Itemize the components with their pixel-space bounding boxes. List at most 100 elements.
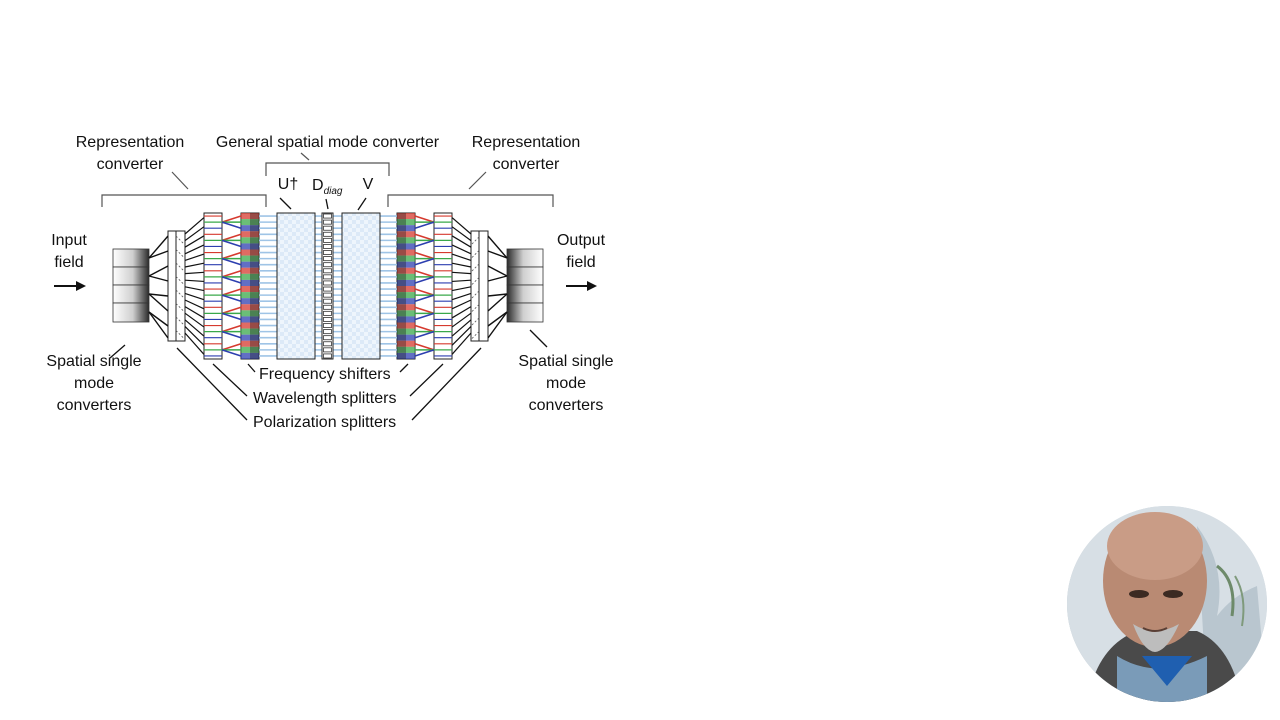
link-line bbox=[184, 312, 205, 328]
freq-shifter-cell bbox=[397, 310, 415, 317]
freq-shifter-cell bbox=[241, 267, 259, 274]
fan-line bbox=[148, 265, 169, 277]
freq-shifter-cell bbox=[397, 322, 415, 329]
link-line bbox=[451, 253, 472, 261]
freq-shifter-cell bbox=[241, 298, 259, 305]
freq-shifter-shade bbox=[250, 346, 259, 353]
link-line bbox=[451, 226, 472, 242]
d-diag-cell bbox=[323, 292, 332, 298]
freq-shifter-cell bbox=[241, 328, 259, 335]
freq-shifter-cell bbox=[397, 340, 415, 347]
color-line bbox=[221, 257, 242, 266]
link-line bbox=[184, 262, 205, 268]
link-line bbox=[451, 312, 472, 328]
freq-shifter-shade bbox=[397, 225, 406, 232]
freq-shifter-shade bbox=[397, 298, 406, 305]
link-line bbox=[184, 286, 205, 292]
freq-shifter-cell bbox=[397, 231, 415, 238]
splitter-column bbox=[433, 212, 453, 360]
freq-shifter-cell bbox=[241, 316, 259, 323]
d-diag-block bbox=[321, 212, 334, 360]
pol-dash bbox=[471, 249, 481, 258]
freq-shifter-shade bbox=[397, 310, 406, 317]
freq-shifter-shade bbox=[397, 267, 406, 274]
general-converter-label: General spatial mode converter bbox=[215, 134, 440, 151]
color-line bbox=[221, 215, 242, 223]
freq-shifter-cell bbox=[397, 261, 415, 268]
ssm-left-blocks bbox=[112, 248, 150, 323]
wavelength-splitters-label: Wavelength splitters bbox=[253, 390, 397, 407]
d-diag-cell bbox=[323, 347, 332, 353]
d-diag-label: Ddiag bbox=[312, 177, 343, 197]
color-line bbox=[414, 349, 435, 357]
link-line bbox=[184, 253, 205, 261]
freq-shifter-cell bbox=[397, 225, 415, 232]
freq-shifter-cell bbox=[241, 273, 259, 280]
freq-shifter-cell bbox=[397, 304, 415, 311]
color-line bbox=[221, 270, 242, 278]
splitter-column bbox=[203, 212, 223, 360]
freq-shifter-cell bbox=[241, 237, 259, 244]
freq-shifter-shade bbox=[250, 261, 259, 268]
fan-line bbox=[148, 250, 169, 259]
d-diag-cell bbox=[323, 298, 332, 304]
pol-dash bbox=[175, 235, 185, 245]
link-line bbox=[451, 244, 472, 255]
pol-dash bbox=[471, 303, 481, 312]
rep-converter-right-label: Representation converter bbox=[471, 134, 581, 173]
freq-shifter-shade bbox=[250, 273, 259, 280]
fan-line bbox=[148, 311, 169, 327]
pol-dash bbox=[175, 316, 185, 326]
color-line bbox=[221, 221, 242, 229]
freq-shifter-shade bbox=[250, 334, 259, 341]
color-line bbox=[414, 294, 435, 302]
link-line bbox=[184, 319, 205, 337]
pol-dash bbox=[471, 316, 481, 326]
d-diag-cell bbox=[323, 256, 332, 262]
pol-splitter-left bbox=[167, 230, 186, 342]
freq-shifter-shade bbox=[397, 352, 406, 359]
d-diag-cell bbox=[323, 268, 332, 274]
link-line bbox=[451, 217, 472, 235]
pol-dash bbox=[471, 235, 481, 245]
link-line bbox=[184, 299, 205, 310]
color-line bbox=[221, 288, 242, 296]
freq-shifter-cell bbox=[241, 286, 259, 293]
fan-line bbox=[148, 311, 169, 339]
d-diag-cell bbox=[323, 335, 332, 341]
frequency-shifters-label: Frequency shifters bbox=[259, 366, 391, 383]
freq-shifter-cell bbox=[241, 322, 259, 329]
color-line bbox=[221, 233, 242, 242]
link-line bbox=[451, 299, 472, 310]
freq-shifter-shade bbox=[250, 213, 259, 220]
link-line bbox=[451, 235, 472, 248]
freq-shifter-cell bbox=[241, 346, 259, 353]
v-block bbox=[341, 212, 381, 360]
freq-shifter-shade bbox=[397, 219, 406, 226]
fan-line bbox=[487, 311, 508, 339]
color-line bbox=[414, 233, 435, 242]
freq-shifter-cell bbox=[397, 213, 415, 220]
freq-shifter-shade bbox=[250, 286, 259, 293]
pol-dash bbox=[175, 330, 185, 339]
freq-shifter-cell bbox=[397, 237, 415, 244]
splitter-column bbox=[396, 212, 416, 360]
freq-shifter-shade bbox=[397, 237, 406, 244]
color-line bbox=[414, 312, 435, 321]
link-line bbox=[184, 325, 205, 346]
freq-shifter-shade bbox=[250, 279, 259, 286]
freq-shifter-cell bbox=[397, 267, 415, 274]
color-line bbox=[414, 221, 435, 229]
link-line bbox=[451, 262, 472, 268]
d-diag-cell bbox=[323, 219, 332, 225]
freq-shifter-shade bbox=[250, 237, 259, 244]
color-line bbox=[414, 239, 435, 248]
link-line bbox=[184, 244, 205, 255]
d-diag-cell bbox=[323, 341, 332, 347]
freq-shifter-cell bbox=[397, 334, 415, 341]
link-line bbox=[451, 271, 472, 275]
freq-shifter-cell bbox=[397, 219, 415, 226]
freq-shifter-shade bbox=[250, 267, 259, 274]
link-line bbox=[451, 325, 472, 346]
fan-line bbox=[487, 275, 508, 282]
